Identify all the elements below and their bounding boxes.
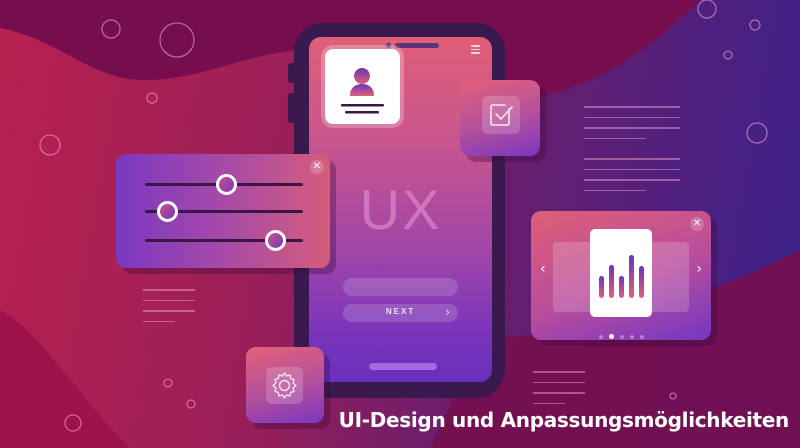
chart-bar xyxy=(619,276,624,298)
decorative-text-lines xyxy=(143,289,195,331)
slider-track[interactable] xyxy=(145,201,303,222)
chevron-right-icon: › xyxy=(445,305,450,319)
pagination-dot-active[interactable] xyxy=(608,334,614,339)
hamburger-menu-icon[interactable] xyxy=(471,45,480,56)
phone-side-button xyxy=(288,93,296,123)
checkbox-card[interactable] xyxy=(460,80,540,156)
pagination-dot[interactable] xyxy=(598,335,603,339)
chart-bar xyxy=(639,266,644,298)
pagination-dot[interactable] xyxy=(619,335,624,339)
decorative-text-lines xyxy=(584,106,680,148)
chevron-right-icon[interactable]: › xyxy=(696,261,702,277)
decorative-text-lines xyxy=(533,371,585,413)
decorative-text-lines xyxy=(584,158,680,200)
slider-track[interactable] xyxy=(145,230,303,251)
chart-bar xyxy=(609,265,614,298)
next-button-label: NEXT xyxy=(385,307,416,316)
chart-carousel-card: ✕ ‹ › xyxy=(531,211,711,340)
slider-knob[interactable] xyxy=(216,174,237,195)
checkbox-check-icon xyxy=(490,104,513,126)
close-icon[interactable]: ✕ xyxy=(690,217,704,231)
home-indicator xyxy=(369,363,437,370)
gear-tile xyxy=(266,367,303,404)
pagination-dot[interactable] xyxy=(629,335,634,339)
input-placeholder-bar[interactable] xyxy=(343,278,458,296)
settings-card[interactable] xyxy=(246,347,324,423)
checkbox-tile xyxy=(482,96,520,134)
user-avatar-icon xyxy=(341,68,384,114)
gear-icon xyxy=(272,372,297,399)
slider-knob[interactable] xyxy=(157,201,178,222)
screen-title: UX xyxy=(359,178,442,241)
camera-dot xyxy=(386,43,391,48)
phone-side-button xyxy=(288,63,296,83)
slider-settings-card: ✕ xyxy=(116,154,330,268)
close-icon[interactable]: ✕ xyxy=(310,160,324,174)
chevron-left-icon[interactable]: ‹ xyxy=(540,261,546,277)
slider-track[interactable] xyxy=(145,174,303,195)
slider-knob[interactable] xyxy=(265,230,286,251)
pagination-dot[interactable] xyxy=(639,335,644,339)
chart-bar xyxy=(629,255,634,298)
carousel-pagination xyxy=(531,324,711,343)
chart-bar xyxy=(599,276,604,298)
speaker-notch xyxy=(395,43,439,48)
image-caption: UI-Design und Anpassungsmöglichkeiten xyxy=(338,408,790,432)
bar-chart-slide xyxy=(590,229,652,317)
profile-card[interactable] xyxy=(325,49,400,124)
next-button[interactable]: NEXT › xyxy=(343,304,458,322)
